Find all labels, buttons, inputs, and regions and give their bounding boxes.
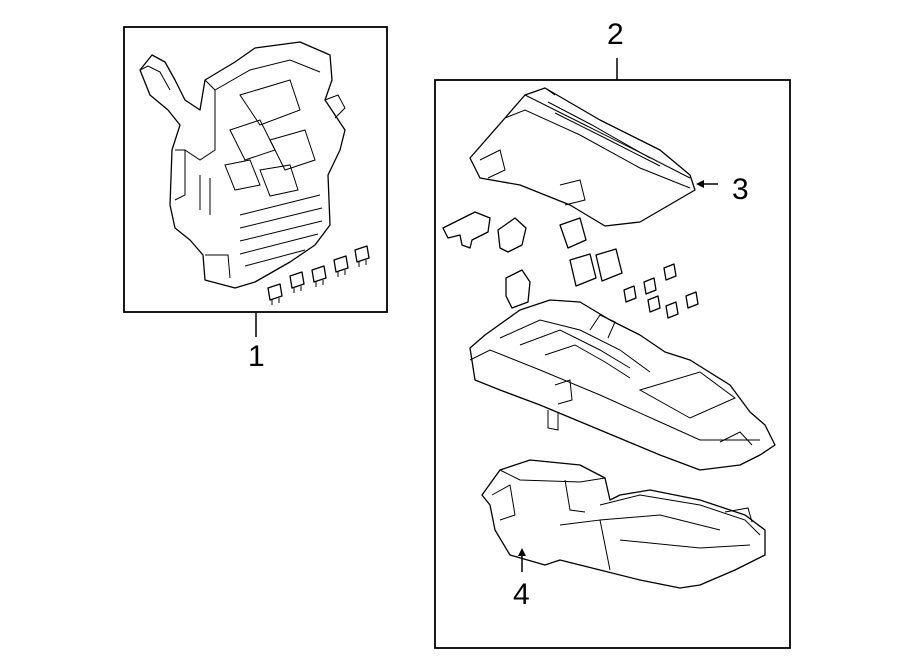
callout-2: 2 [607, 18, 624, 51]
part-1-frame [123, 26, 388, 313]
arrow-4 [518, 548, 526, 556]
part-4-lower-tray [481, 459, 766, 589]
part-2-frame [434, 79, 791, 649]
callout-1: 1 [248, 340, 265, 373]
part-2-fuse-block [469, 299, 776, 471]
part-3-cover [469, 87, 696, 227]
arrow-3 [696, 180, 704, 188]
part-2-fuses [623, 263, 699, 319]
part-1-fuse-relay-box [139, 41, 346, 289]
callout-4: 4 [513, 578, 530, 611]
part-2-relays [442, 211, 623, 309]
part-1-fuses [267, 245, 370, 305]
callout-3: 3 [732, 173, 749, 206]
